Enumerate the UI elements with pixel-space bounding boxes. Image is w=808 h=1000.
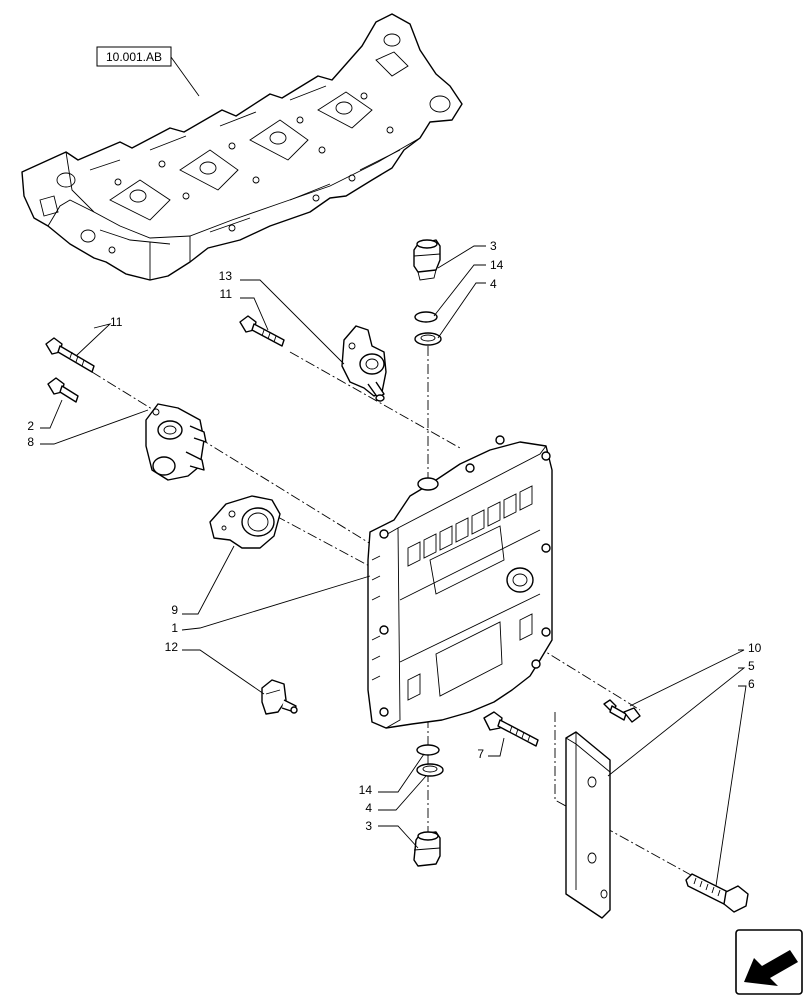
sensor-12[interactable] (261, 679, 298, 715)
bolt-7[interactable] (483, 711, 539, 747)
bolt-11-mid[interactable] (239, 315, 285, 347)
reference-label-text: 10.001.AB (106, 50, 162, 64)
o-ring-top[interactable] (414, 311, 438, 323)
callout-14-bot[interactable]: 14 (359, 783, 373, 797)
bracket-5[interactable] (565, 731, 611, 919)
callout-5[interactable]: 5 (748, 659, 755, 673)
callout-14-top[interactable]: 14 (490, 258, 504, 272)
callout-6[interactable]: 6 (748, 677, 755, 691)
callout-4-top[interactable]: 4 (490, 277, 497, 291)
callout-numbers: 3 14 4 13 11 11 2 8 9 1 12 10 5 6 7 14 4… (27, 239, 761, 833)
callout-4-bot[interactable]: 4 (365, 801, 372, 815)
sealing-washer-top[interactable] (414, 332, 442, 346)
bolt-2[interactable] (47, 377, 79, 403)
union-fitting-top[interactable] (413, 239, 441, 281)
cylinder-head-illustration (21, 13, 463, 281)
callout-9[interactable]: 9 (171, 603, 178, 617)
callout-3-top[interactable]: 3 (490, 239, 497, 253)
connector-bracket-13[interactable] (341, 325, 387, 402)
o-ring-bottom[interactable] (416, 744, 440, 756)
callout-1[interactable]: 1 (171, 621, 178, 635)
callout-11-left[interactable]: 11 (110, 315, 123, 329)
callout-13[interactable]: 13 (219, 269, 233, 283)
callout-7[interactable]: 7 (477, 747, 484, 761)
callout-3-bot[interactable]: 3 (365, 819, 372, 833)
callout-8[interactable]: 8 (27, 435, 34, 449)
sealing-washer-bottom[interactable] (416, 763, 444, 777)
callout-2[interactable]: 2 (27, 419, 34, 433)
connector-bracket-9[interactable] (209, 495, 281, 549)
union-fitting-bottom[interactable] (413, 831, 441, 867)
callout-12[interactable]: 12 (165, 640, 179, 654)
bolt-6[interactable] (685, 873, 749, 913)
bolt-10[interactable] (603, 699, 641, 723)
callout-11-mid[interactable]: 11 (220, 287, 233, 301)
previous-page-arrow-icon[interactable] (735, 929, 803, 995)
callout-10[interactable]: 10 (748, 641, 762, 655)
reference-label-10-001-ab[interactable]: 10.001.AB (96, 46, 200, 97)
ecu-control-unit[interactable] (367, 435, 553, 729)
bolt-11-left[interactable] (45, 337, 95, 373)
connector-bracket-8[interactable] (145, 403, 207, 481)
callout-leaders (40, 245, 747, 887)
